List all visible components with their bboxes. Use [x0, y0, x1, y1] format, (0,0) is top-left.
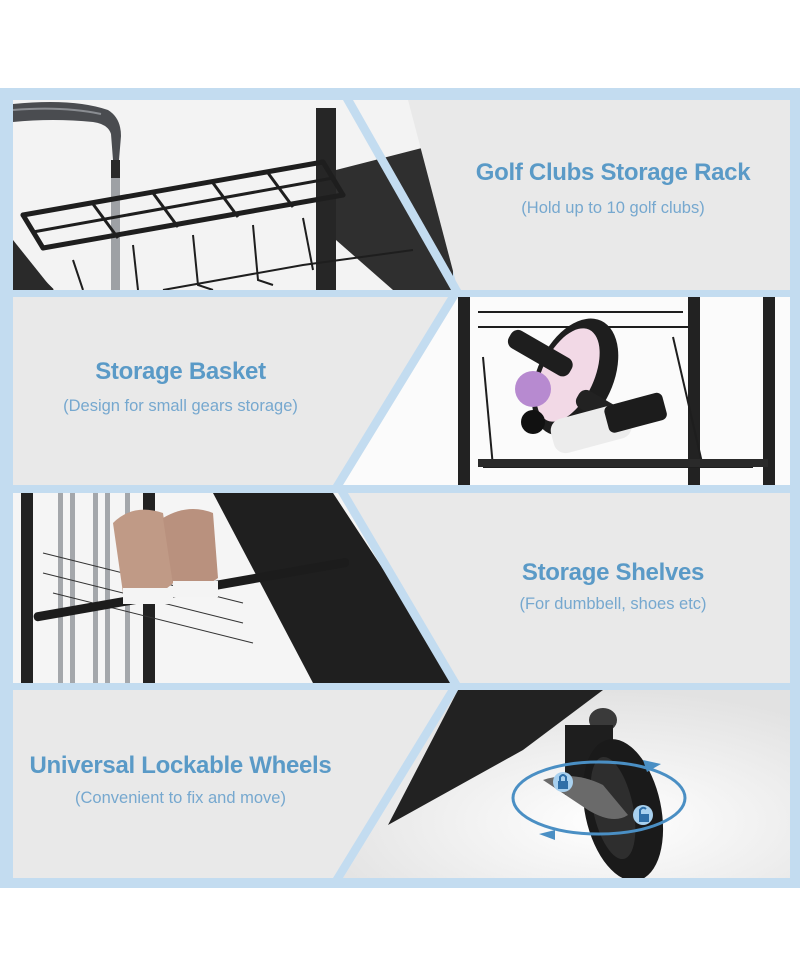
feature-row-storage-basket: Storage Basket (Design for small gears s…: [13, 297, 790, 485]
feature-row-golf-rack: Golf Clubs Storage Rack (Hold up to 10 g…: [13, 100, 790, 290]
golf-rack-image: [13, 100, 453, 290]
lock-icon: [553, 772, 573, 792]
shelves-image: [13, 493, 458, 683]
feature-subtitle: (Design for small gears storage): [63, 397, 298, 415]
feature-title: Storage Basket: [95, 358, 266, 385]
feature-title: Universal Lockable Wheels: [29, 752, 332, 779]
feature-subtitle: (For dumbbell, shoes etc): [519, 595, 707, 613]
feature-row-lockable-wheels: Universal Lockable Wheels (Convenient to…: [13, 690, 790, 878]
golf-rack-text-panel: [408, 100, 790, 290]
feature-title: Golf Clubs Storage Rack: [475, 159, 751, 186]
feature-subtitle: (Convenient to fix and move): [75, 789, 286, 807]
rotate-arrows-icon: [511, 760, 687, 836]
feature-title: Storage Shelves: [521, 559, 705, 586]
unlock-icon: [633, 805, 653, 825]
feature-row-storage-shelves: Storage Shelves (For dumbbell, shoes etc…: [13, 493, 790, 683]
feature-subtitle: (Hold up to 10 golf clubs): [521, 199, 705, 217]
